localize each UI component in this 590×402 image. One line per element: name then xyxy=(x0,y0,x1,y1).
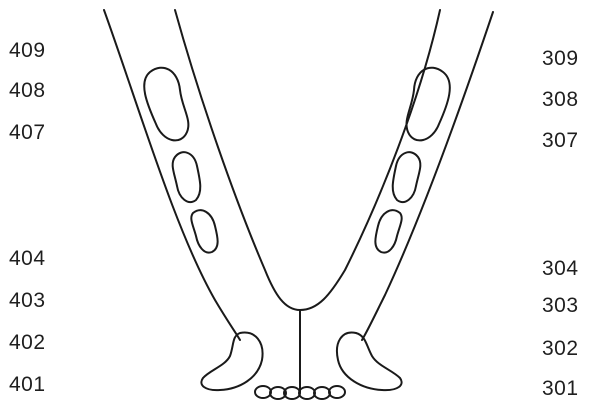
label-307: 307 xyxy=(542,130,579,151)
tooth-308-outline xyxy=(393,152,421,202)
label-302: 302 xyxy=(542,338,579,359)
label-409: 409 xyxy=(9,40,46,61)
tooth-408-outline xyxy=(173,152,201,202)
label-309: 309 xyxy=(542,48,579,69)
label-402: 402 xyxy=(9,332,46,353)
left-arch-inner-line xyxy=(175,10,300,310)
label-407: 407 xyxy=(9,122,46,143)
tooth-409-outline xyxy=(144,68,188,141)
incisor-loop xyxy=(255,386,271,398)
tooth-407-outline xyxy=(191,210,217,252)
label-404: 404 xyxy=(9,248,46,269)
label-304: 304 xyxy=(542,258,579,279)
label-301: 301 xyxy=(542,378,579,399)
label-401: 401 xyxy=(9,374,46,395)
left-arch-outer-line xyxy=(104,10,240,340)
incisor-loop xyxy=(329,386,345,398)
label-303: 303 xyxy=(542,295,579,316)
label-408: 408 xyxy=(9,80,46,101)
tooth-302-outline xyxy=(337,333,402,391)
incisor-loop xyxy=(299,387,315,399)
tooth-307-outline xyxy=(375,210,401,252)
label-308: 308 xyxy=(542,89,579,110)
label-403: 403 xyxy=(9,290,46,311)
tooth-402-outline xyxy=(201,333,262,391)
incisor-loop xyxy=(314,387,330,399)
